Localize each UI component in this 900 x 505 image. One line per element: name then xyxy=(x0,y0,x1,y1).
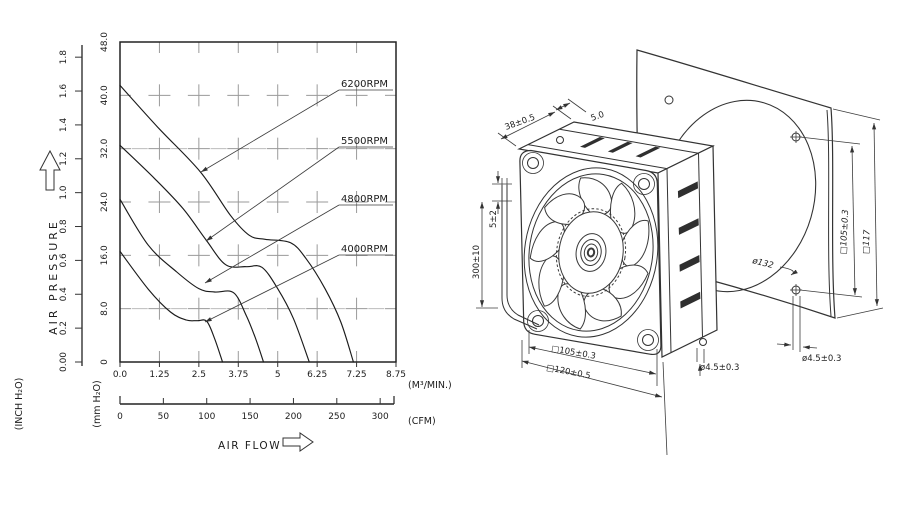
svg-text:50: 50 xyxy=(158,412,170,422)
svg-text:0: 0 xyxy=(117,412,123,422)
svg-text:1.25: 1.25 xyxy=(149,370,169,380)
dim-hole-dia: ø4.5±0.3 xyxy=(700,363,739,373)
svg-text:1.8: 1.8 xyxy=(59,50,69,65)
svg-text:6.25: 6.25 xyxy=(307,370,327,380)
svg-text:200: 200 xyxy=(285,412,302,422)
inch-axis xyxy=(75,45,83,366)
svg-text:250: 250 xyxy=(328,412,345,422)
svg-text:300: 300 xyxy=(372,412,389,422)
svg-text:0.4: 0.4 xyxy=(59,287,69,302)
curve-4800rpm xyxy=(119,198,265,363)
svg-text:1.2: 1.2 xyxy=(59,152,69,166)
svg-text:0.0: 0.0 xyxy=(113,370,128,380)
svg-text:0: 0 xyxy=(100,359,110,365)
cfm-axis xyxy=(119,362,397,405)
dim-gasket-size: □117 xyxy=(861,229,872,254)
dimensions: 38±0.5 5.0 5±2 300±10 □105±0.3 □120±0.5 xyxy=(472,98,884,456)
label-6200rpm: 6200RPM xyxy=(341,79,388,90)
svg-text:1.6: 1.6 xyxy=(59,84,69,99)
y-unit-primary: (INCH H₂O) xyxy=(14,378,25,431)
curve-6200rpm xyxy=(119,84,354,363)
label-4000rpm: 4000RPM xyxy=(341,244,388,255)
svg-text:7.25: 7.25 xyxy=(347,370,367,380)
dim-lead-strip: 5±2 xyxy=(489,210,499,228)
air-pressure-arrow-icon xyxy=(39,149,61,191)
dim-flange: 5.0 xyxy=(590,110,606,124)
svg-text:0.6: 0.6 xyxy=(59,253,69,268)
svg-text:32.0: 32.0 xyxy=(100,138,110,158)
svg-text:8.75: 8.75 xyxy=(386,370,406,380)
fan-body xyxy=(501,121,718,358)
svg-text:0.2: 0.2 xyxy=(59,321,69,335)
mounting-holes xyxy=(522,152,659,351)
fan-drawing: 38±0.5 5.0 5±2 300±10 □105±0.3 □120±0.5 xyxy=(472,49,884,456)
svg-text:1.4: 1.4 xyxy=(59,117,69,132)
x-unit-primary: (M³/MIN.) xyxy=(408,380,452,391)
hub xyxy=(550,204,632,302)
svg-text:8.0: 8.0 xyxy=(100,301,110,316)
air-flow-arrow-icon xyxy=(282,432,314,452)
svg-text:16.0: 16.0 xyxy=(100,245,110,265)
fan-curves xyxy=(119,84,354,363)
svg-text:40.0: 40.0 xyxy=(100,85,110,105)
curve-4000rpm xyxy=(119,250,224,363)
plot-area-border xyxy=(119,41,397,363)
svg-text:1.0: 1.0 xyxy=(59,185,69,200)
svg-text:150: 150 xyxy=(241,412,258,422)
curve-labels: 6200RPM 5500RPM 4800RPM 4000RPM xyxy=(200,79,393,323)
svg-text:3.75: 3.75 xyxy=(228,370,248,380)
svg-text:100: 100 xyxy=(198,412,215,422)
x-axis-title: AIR FLOW xyxy=(218,440,281,452)
svg-text:48.0: 48.0 xyxy=(100,32,110,52)
rear-flange-hole xyxy=(699,338,707,346)
dim-frame-size: □120±0.5 xyxy=(545,363,591,381)
impeller-blades xyxy=(519,169,662,339)
dim-gasket-hole-pitch: □105±0.3 xyxy=(839,209,851,254)
label-5500rpm: 5500RPM xyxy=(341,136,388,147)
gasket-hole xyxy=(664,95,674,105)
svg-text:0.8: 0.8 xyxy=(59,219,69,234)
label-4800rpm: 4800RPM xyxy=(341,194,388,205)
dim-lead-length: 300±10 xyxy=(472,245,482,279)
y-unit-secondary: (mm H₂O) xyxy=(92,380,103,427)
x-unit-secondary: (CFM) xyxy=(408,416,436,427)
dim-hole-pitch: □105±0.3 xyxy=(550,344,596,362)
svg-text:5: 5 xyxy=(275,370,281,380)
svg-text:24.0: 24.0 xyxy=(100,192,110,212)
curve-5500rpm xyxy=(119,144,310,363)
tick-labels: 0.000.20.40.60.81.01.21.41.61.808.016.02… xyxy=(59,32,406,422)
dim-gasket-hole-dia: ø4.5±0.3 xyxy=(802,354,841,364)
svg-text:2.5: 2.5 xyxy=(192,370,206,380)
svg-text:0.00: 0.00 xyxy=(59,352,69,372)
performance-chart: 6200RPM 5500RPM 4800RPM 4000RPM 0.000.20… xyxy=(14,32,452,452)
y-axis-title: AIR PRESSURE xyxy=(47,219,60,335)
rear-flange-hole xyxy=(556,136,564,144)
